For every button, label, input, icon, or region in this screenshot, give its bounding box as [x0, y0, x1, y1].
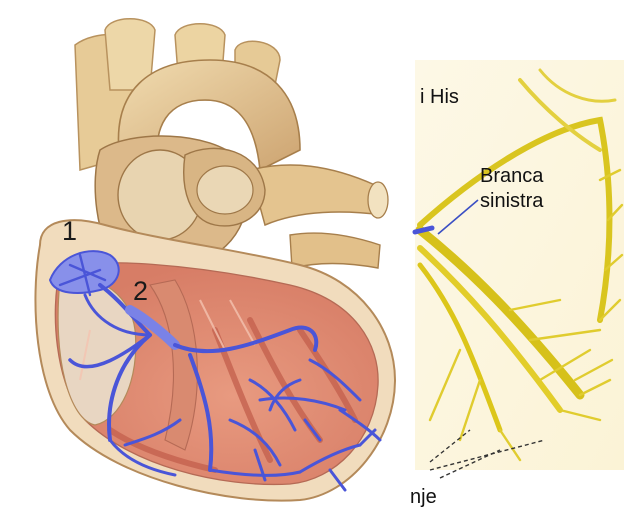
aortic-valve-opening [197, 166, 253, 214]
pulmonary-artery-opening [368, 182, 388, 218]
pulmonary-artery [250, 165, 382, 225]
his-bundle-label: i His [420, 86, 459, 109]
pulmonary-vein [290, 233, 380, 268]
left-bundle-branch-label-line1: Branca [480, 164, 543, 189]
purkinje-label: nje [410, 486, 437, 509]
conduction-panel [415, 60, 624, 478]
left-bundle-branch-label: Branca sinistra [480, 164, 543, 214]
left-bundle-branch-label-line2: sinistra [480, 189, 543, 214]
marker-2-label: 2 [133, 276, 148, 307]
marker-1-label: 1 [62, 216, 77, 247]
